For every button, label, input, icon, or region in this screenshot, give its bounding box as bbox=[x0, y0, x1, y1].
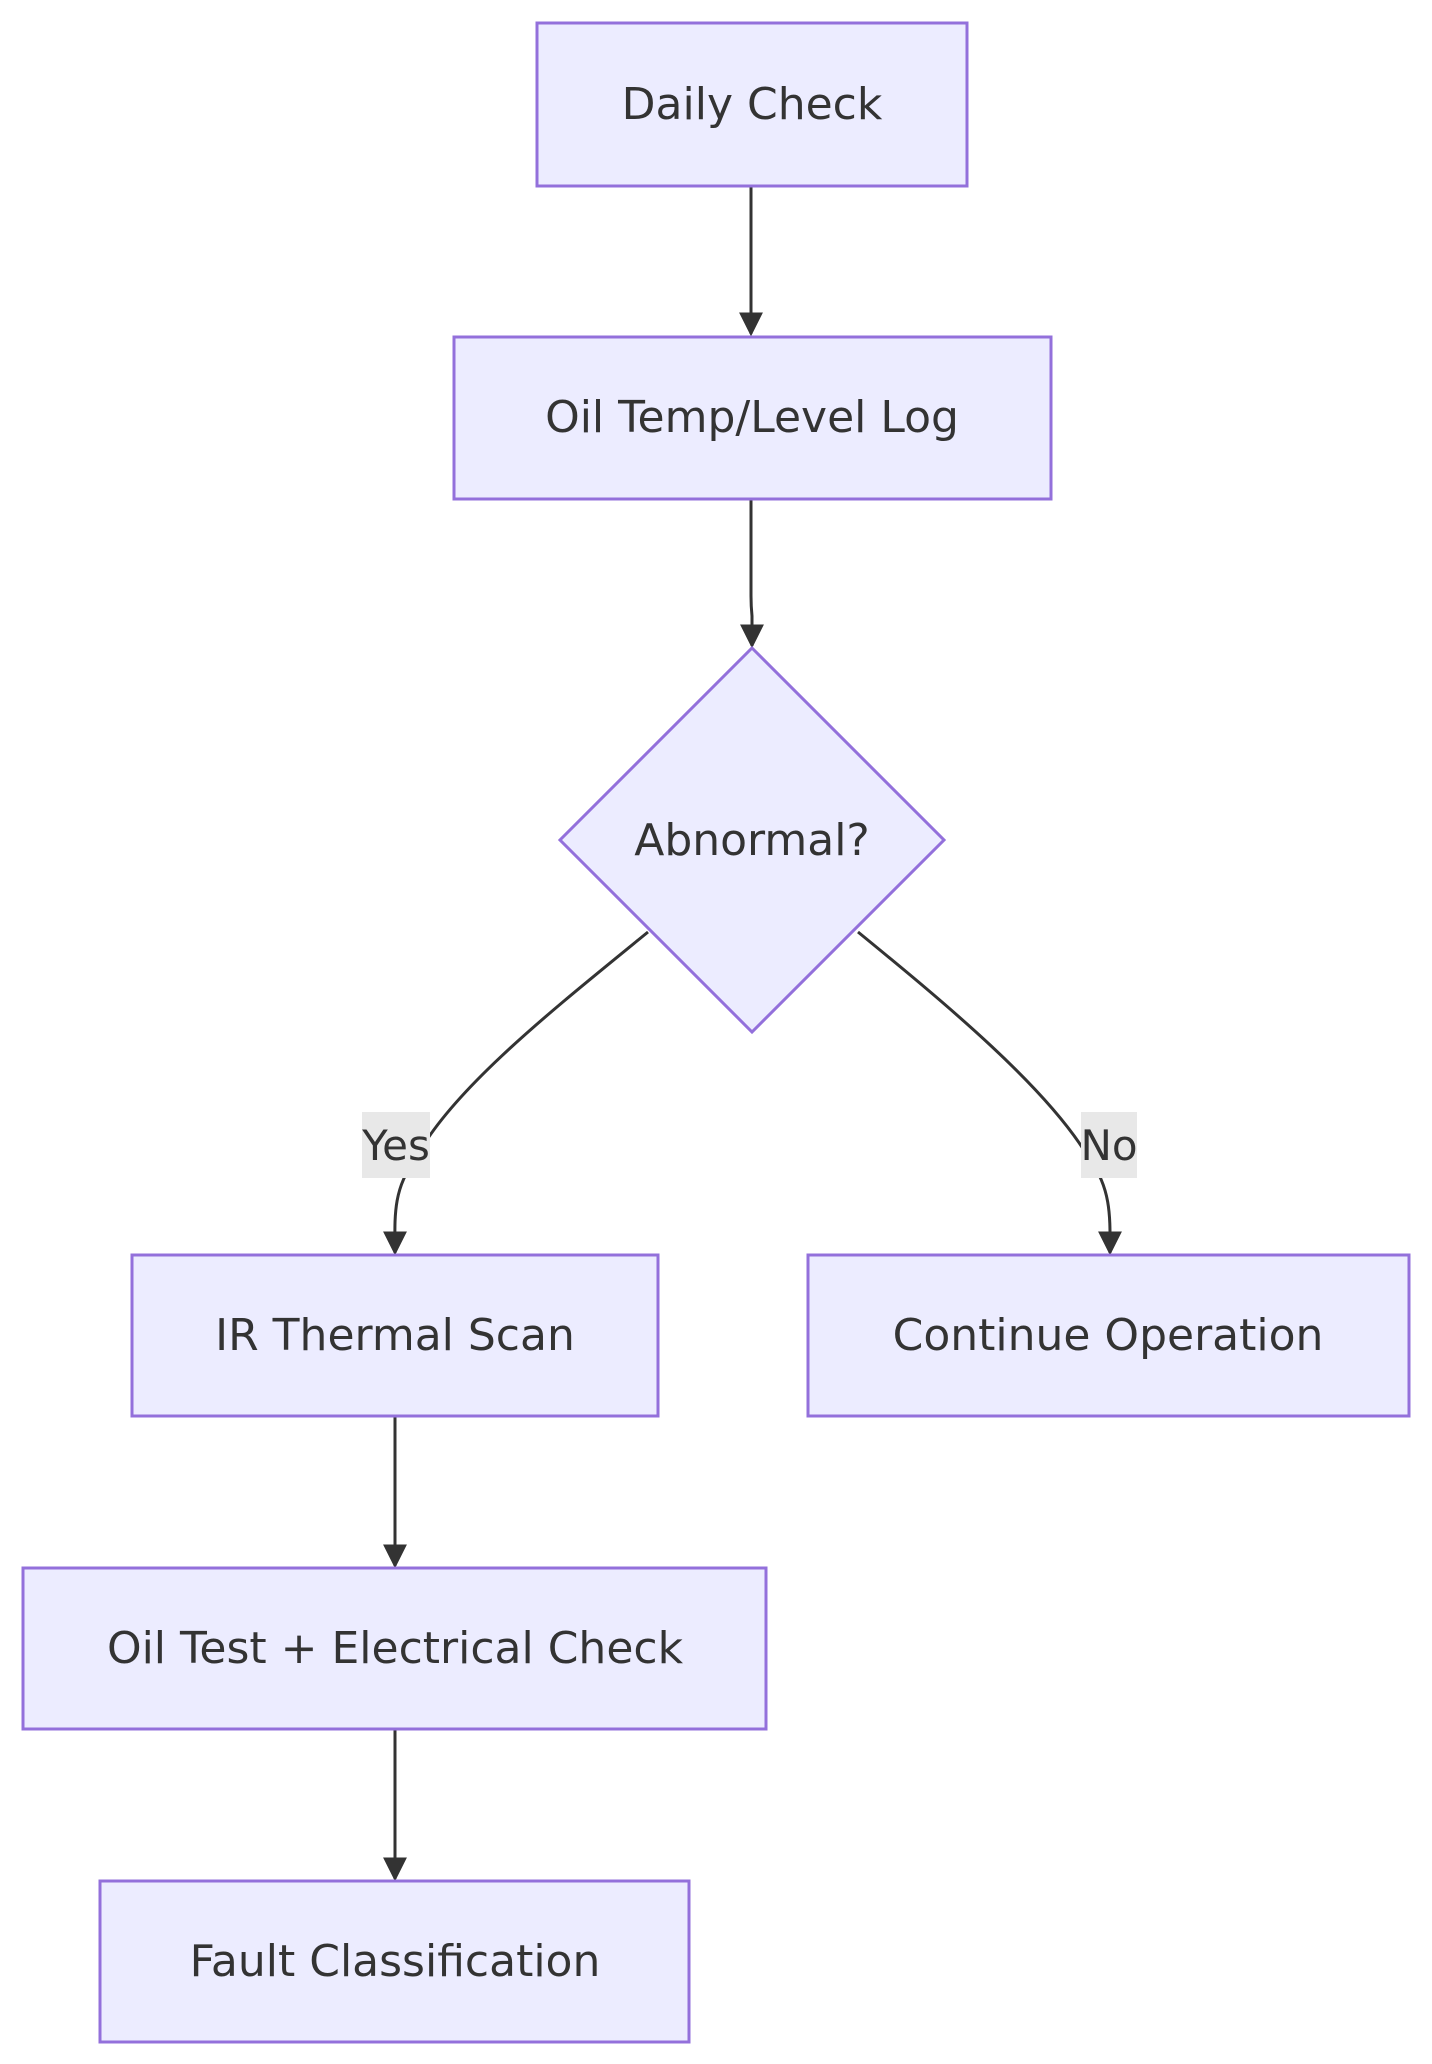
edge-abnormal-to-continue-operation bbox=[857, 930, 1123, 1256]
edge-label-no: No bbox=[1080, 1112, 1138, 1178]
node-abnormal-decision-label: Abnormal? bbox=[634, 815, 870, 866]
node-daily-check-label: Daily Check bbox=[622, 79, 883, 130]
node-oil-temp-level-log-label: Oil Temp/Level Log bbox=[545, 392, 959, 443]
node-fault-classification-label: Fault Classification bbox=[190, 1936, 601, 1987]
node-continue-operation-label: Continue Operation bbox=[893, 1310, 1324, 1361]
node-ir-thermal-scan-label: IR Thermal Scan bbox=[215, 1310, 575, 1361]
node-fault-classification: Fault Classification bbox=[98, 1879, 691, 2044]
node-oil-test-electrical-check-label: Oil Test + Electrical Check bbox=[107, 1623, 684, 1674]
edge-label-no-text: No bbox=[1080, 1121, 1137, 1170]
node-continue-operation: Continue Operation bbox=[806, 1253, 1411, 1418]
edge-label-yes-text: Yes bbox=[361, 1121, 430, 1170]
edge-oil-log-to-abnormal bbox=[740, 499, 764, 649]
node-daily-check: Daily Check bbox=[535, 21, 969, 188]
node-oil-test-electrical-check: Oil Test + Electrical Check bbox=[21, 1566, 768, 1731]
edge-abnormal-to-ir-scan bbox=[382, 930, 649, 1256]
node-abnormal-decision: Abnormal? bbox=[557, 645, 947, 1035]
edge-label-yes: Yes bbox=[361, 1112, 430, 1178]
edges bbox=[382, 187, 1123, 1882]
node-oil-temp-level-log: Oil Temp/Level Log bbox=[452, 335, 1053, 501]
node-ir-thermal-scan: IR Thermal Scan bbox=[130, 1253, 660, 1418]
